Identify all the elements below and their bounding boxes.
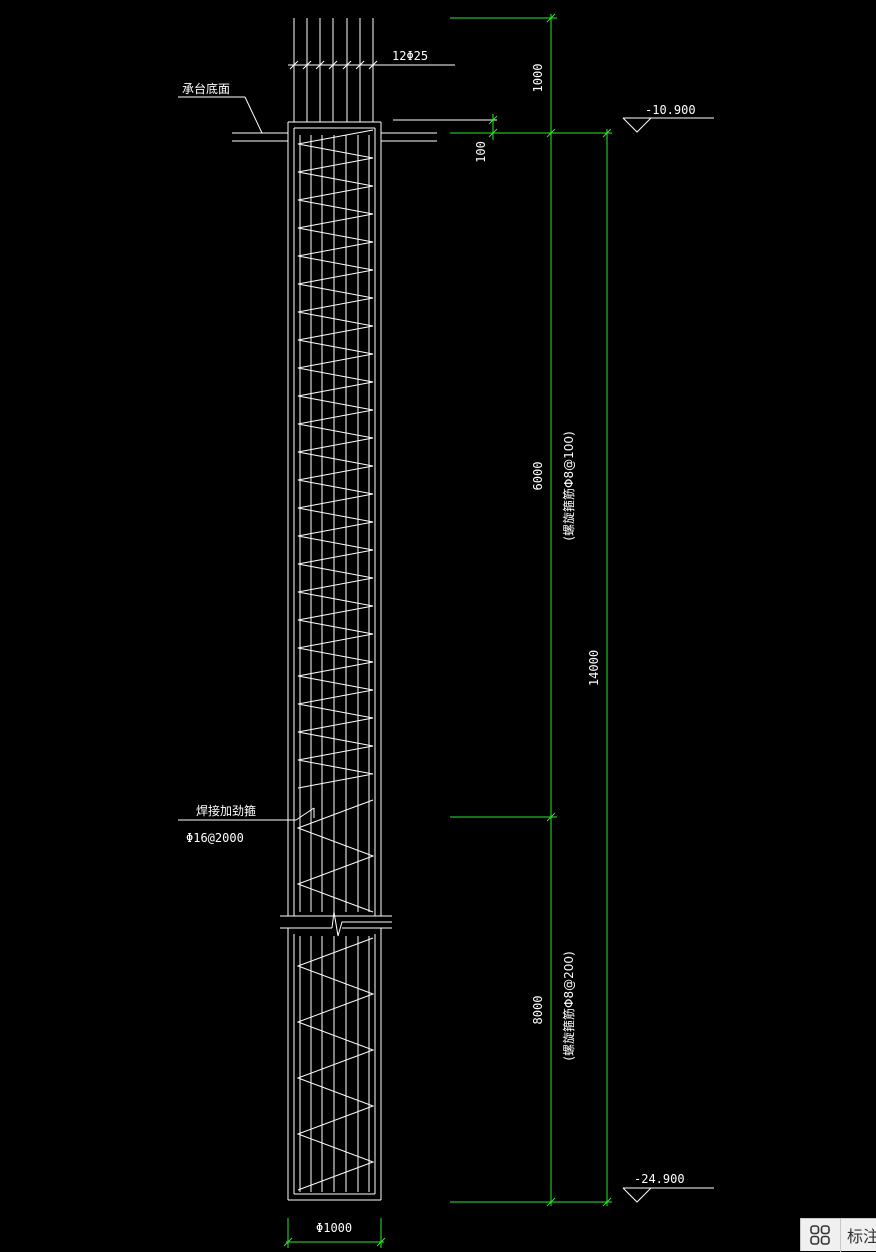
elevation-marker-bottom xyxy=(622,1187,714,1203)
dimension-lines xyxy=(450,13,612,1207)
dim-lower-label: 8000 xyxy=(531,996,545,1025)
dim-total-label: 14000 xyxy=(587,650,601,686)
diameter-dimension xyxy=(283,1218,386,1248)
spiral-stirrup-upper xyxy=(296,129,375,913)
spiral-path xyxy=(296,937,375,1191)
stiffener-spec: Φ16@2000 xyxy=(186,831,244,845)
cap-bottom-leader xyxy=(178,96,497,142)
grid-layout-icon xyxy=(810,1225,831,1245)
dim-upper-label: 6000 xyxy=(531,462,545,491)
main-bars-label: 12Φ25 xyxy=(392,49,428,63)
dim-lower-note: (螺旋箍筋Φ8@200) xyxy=(561,951,576,1060)
inner-bars-upper xyxy=(299,135,370,912)
spiral-path xyxy=(296,799,375,913)
elevation-marker-top xyxy=(622,117,714,133)
main-bars-top xyxy=(293,18,374,122)
cap-bottom-label: 承台底面 xyxy=(182,81,230,96)
elevation-top-label: -10.900 xyxy=(645,103,696,117)
stiffener-leader xyxy=(178,807,315,821)
elevation-bottom-label: -24.900 xyxy=(634,1172,685,1186)
status-bar: 标注 xyxy=(800,1218,876,1252)
dim-upper-note: (螺旋箍筋Φ8@100) xyxy=(561,431,576,540)
spiral-stirrup-lower xyxy=(296,937,375,1191)
spiral-path xyxy=(297,129,374,789)
diameter-label: Φ1000 xyxy=(316,1221,352,1235)
break-line xyxy=(280,911,392,1201)
stiffener-label: 焊接加劲箍 xyxy=(196,803,256,818)
layout-button[interactable] xyxy=(801,1218,841,1252)
pile-outline-upper xyxy=(287,121,382,916)
dim-embed-label: 100 xyxy=(474,141,488,163)
inner-bars-lower xyxy=(299,936,370,1192)
status-label[interactable]: 标注 xyxy=(846,1227,876,1246)
main-bars-leader xyxy=(288,60,455,70)
dim-anchor-label: 1000 xyxy=(531,64,545,93)
